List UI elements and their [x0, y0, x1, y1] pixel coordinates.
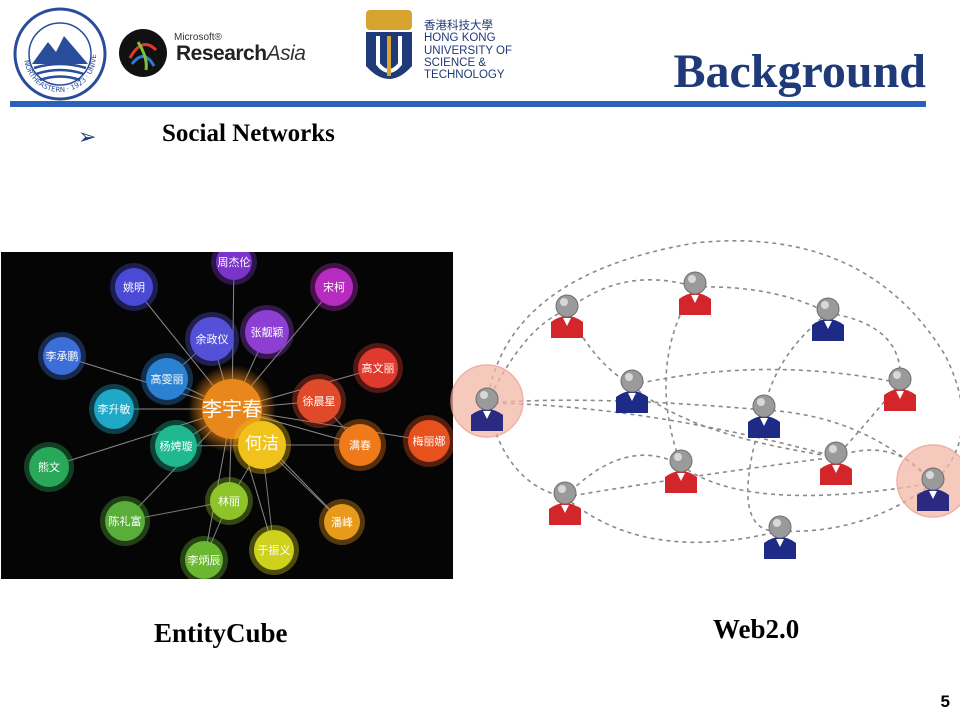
- entity-node: [254, 530, 294, 570]
- web-edge: [566, 278, 696, 311]
- web-edge: [564, 496, 781, 544]
- entity-node: [105, 501, 145, 541]
- web-edge: [631, 368, 901, 386]
- web-edge: [631, 384, 837, 458]
- web-edge: [694, 286, 829, 314]
- northeastern-university-logo: NORTHEASTERN · 1923 · UNIVERSITY: [9, 0, 108, 102]
- page-number: 5: [940, 692, 950, 711]
- person-icon: [616, 369, 648, 413]
- entity-node: [94, 389, 134, 429]
- person-icon: [820, 441, 852, 485]
- entity-node: [216, 244, 252, 280]
- entity-node: [210, 482, 248, 520]
- entity-node-label: 杨娉璇: [160, 439, 193, 453]
- entitycube-graph-image: 李宇春 周杰伦姚明 宋柯余政仪 张靓颖李承鹏高雯丽 高文丽徐晨星李升敏杨娉璇 何洁 满春 梅丽…: [1, 239, 455, 584]
- entity-node: [339, 424, 381, 466]
- entity-node-label: 李承鹏: [46, 349, 79, 363]
- person-icon: [764, 515, 796, 559]
- title-divider: [10, 101, 926, 107]
- entity-node: [155, 425, 197, 467]
- person-icon: [884, 367, 916, 411]
- web-edge: [564, 456, 837, 498]
- entity-center-node: [202, 379, 262, 439]
- entity-node-label: 何洁: [245, 434, 279, 454]
- entity-node: [315, 268, 353, 306]
- entity-center-label: 李宇春: [202, 397, 262, 421]
- web-edge: [680, 464, 934, 497]
- entity-node-label: 高文丽: [362, 361, 395, 375]
- person-icon: [549, 481, 581, 525]
- web-edge: [486, 402, 837, 458]
- bullet-text: Social Networks: [162, 120, 335, 147]
- person-icon: [551, 294, 583, 338]
- entity-node-label: 高雯丽: [151, 372, 184, 386]
- entity-node: [185, 541, 223, 579]
- entity-node-label: 陈礼富: [109, 514, 142, 528]
- entity-node-label: 余政仪: [196, 332, 229, 346]
- entity-node: [297, 379, 341, 423]
- person-icon: [679, 271, 711, 315]
- entity-node: [146, 358, 188, 400]
- web20-network-image: [445, 235, 960, 570]
- entity-node-label: 姚明: [123, 280, 145, 294]
- entity-node-label: 周杰伦: [218, 255, 251, 269]
- entity-node-label: 张靓颖: [251, 325, 284, 339]
- web20-network: [450, 240, 960, 559]
- person-icon: [665, 449, 697, 493]
- person-icon: [450, 364, 524, 438]
- web-edge: [564, 454, 682, 498]
- microsoft-research-asia-logo: Microsoft® ResearchAsia: [118, 26, 348, 82]
- entity-node-label: 宋柯: [323, 280, 345, 294]
- msra-microsoft-text: Microsoft®: [174, 32, 222, 43]
- entity-node-label: 李升敏: [98, 402, 131, 416]
- entitycube-caption: EntityCube: [154, 618, 288, 648]
- entity-node-label: 李炳辰: [188, 553, 221, 567]
- entity-node: [238, 421, 286, 469]
- entity-node: [408, 420, 450, 462]
- entity-node-label: 梅丽娜: [413, 434, 446, 448]
- msra-research-text: ResearchAsia: [176, 42, 306, 65]
- entity-node: [115, 268, 153, 306]
- web20-caption: Web2.0: [713, 614, 800, 644]
- entity-node-label: 熊文: [38, 460, 60, 474]
- slide-title: Background: [673, 45, 926, 98]
- entity-node: [358, 348, 398, 388]
- entity-node: [245, 310, 289, 354]
- entity-node: [29, 447, 69, 487]
- hkust-name-text: 香港科技大學 HONG KONG UNIVERSITY OF SCIENCE &…: [424, 20, 512, 82]
- entity-node: [43, 337, 81, 375]
- entity-node-label: 于振义: [258, 543, 291, 557]
- entity-node-label: 潘峰: [331, 516, 353, 529]
- person-icon: [812, 297, 844, 341]
- entity-node: [190, 317, 234, 361]
- web-edge: [827, 312, 902, 384]
- web-edge: [486, 399, 765, 411]
- web-edge: [486, 240, 960, 484]
- entity-node-label: 徐晨星: [303, 394, 336, 408]
- person-icon: [748, 394, 780, 438]
- entity-node-label: 满春: [349, 439, 371, 452]
- hkust-logo: 香港科技大學 HONG KONG UNIVERSITY OF SCIENCE &…: [358, 8, 518, 94]
- web-edge: [665, 286, 696, 466]
- entity-node-label: 林丽: [218, 494, 240, 508]
- person-icon: [896, 444, 960, 518]
- entity-node: [324, 504, 360, 540]
- bullet-arrow-icon: ➢: [78, 124, 97, 149]
